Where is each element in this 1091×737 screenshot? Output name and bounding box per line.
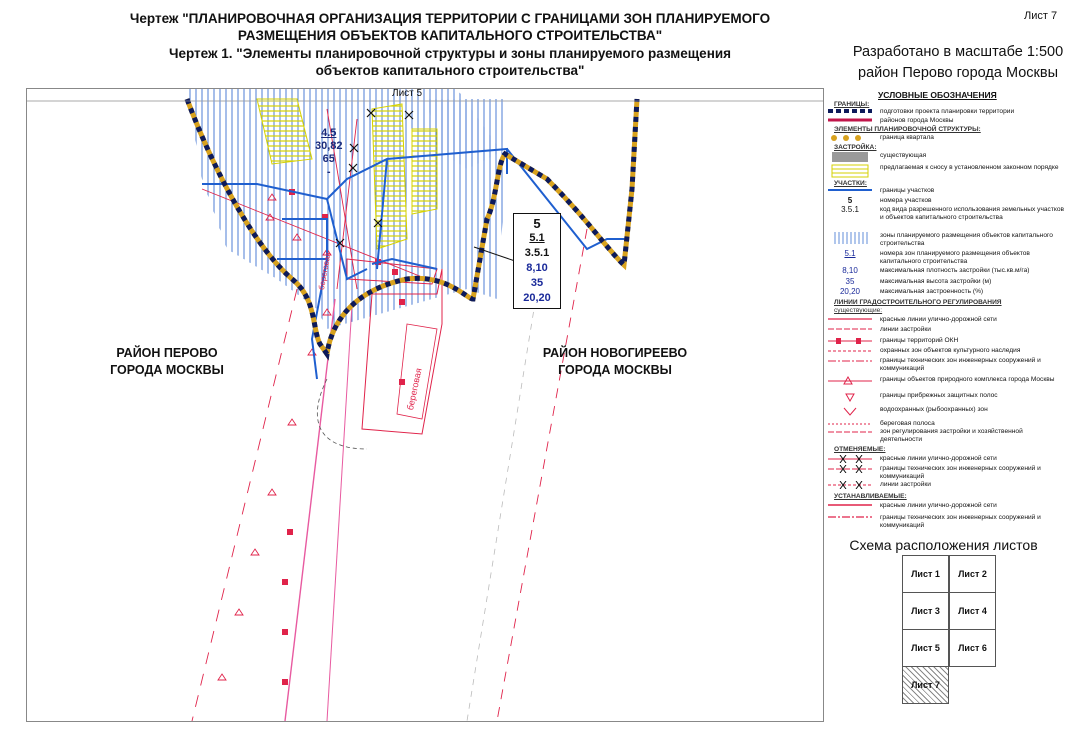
zone-a-number: 4.5 bbox=[321, 127, 337, 139]
sheet-cell-5[interactable]: Лист 5 bbox=[902, 629, 949, 667]
boundary-project-symbol bbox=[826, 108, 874, 117]
sheet-cell-3[interactable]: Лист 3 bbox=[902, 592, 949, 630]
legend-head-existing: существующие: bbox=[834, 307, 883, 314]
coverage-value: 20,20 bbox=[523, 292, 551, 304]
plot-number: 5 bbox=[533, 216, 541, 231]
red-line-symbol bbox=[826, 316, 874, 325]
district-line: район Перово города Москвы bbox=[858, 65, 1058, 81]
height-value: 35 bbox=[530, 277, 544, 289]
map-canvas[interactable] bbox=[27, 89, 823, 721]
title-line-1: Чертеж "ПЛАНИРОВОЧНАЯ ОРГАНИЗАЦИЯ ТЕРРИТ… bbox=[129, 11, 771, 26]
scale-note: Разработано в масштабе 1:500 район Перов… bbox=[838, 42, 1078, 84]
sheet-top-label: Лист 5 bbox=[392, 88, 423, 99]
density-value: 8,10 bbox=[526, 262, 548, 274]
okn-zone-symbol bbox=[826, 347, 874, 358]
zone-leader-line bbox=[473, 246, 516, 262]
cancelled-line-crosses bbox=[335, 108, 414, 248]
zone-hatch-symbol bbox=[826, 232, 874, 247]
building-outline bbox=[361, 268, 443, 435]
title-line-2: РАЗМЕЩЕНИЯ ОБЪЕКТОВ КАПИТАЛЬНОГО СТРОИТЕ… bbox=[237, 28, 663, 43]
legend-head-build: ЗАСТРОЙКА: bbox=[834, 144, 877, 151]
dashed-arc bbox=[316, 378, 368, 450]
quarter-boundary bbox=[184, 98, 640, 361]
okn-symbol bbox=[826, 337, 874, 348]
title-line-3: Чертеж 1. "Элементы планировочной структ… bbox=[168, 46, 732, 61]
coastal-strip-symbol bbox=[826, 392, 874, 405]
map-frame[interactable]: 4.5 30,82 65 - 5 5.1 3.5.1 8,10 35 20,20… bbox=[26, 88, 824, 722]
sheet-number: Лист 7 bbox=[1024, 10, 1058, 22]
zone-a-height: 65 bbox=[322, 153, 335, 165]
quarter-boundary-symbol bbox=[826, 134, 874, 145]
zone-label-a: 4.5 30,82 65 - bbox=[315, 127, 343, 179]
red-line-2 bbox=[326, 303, 353, 721]
demolition-symbol bbox=[826, 164, 874, 181]
legend-panel: УСЛОВНЫЕ ОБОЗНАЧЕНИЯ ГРАНИЦЫ: подготовки… bbox=[822, 88, 1065, 536]
plot-boundary-symbol bbox=[826, 187, 874, 196]
zone-border-red bbox=[346, 258, 438, 285]
legend-head-cancelled: ОТМЕНЯЕМЫЕ: bbox=[834, 446, 886, 453]
tech-zone-symbol bbox=[826, 357, 874, 368]
district-boundary-symbol bbox=[826, 117, 874, 126]
legend-head-elements: ЭЛЕМЕНТЫ ПЛАНИРОВОЧНОЙ СТРУКТУРЫ: bbox=[834, 126, 981, 133]
nature-boundary-symbol bbox=[826, 375, 874, 389]
red-line-1 bbox=[284, 298, 336, 721]
new-tech-zone-symbol bbox=[826, 514, 874, 523]
drawing-title: Чертеж "ПЛАНИРОВОЧНАЯ ОРГАНИЗАЦИЯ ТЕРРИТ… bbox=[40, 10, 860, 79]
district-perovo: РАЙОН ПЕРОВО ГОРОДА МОСКВЫ bbox=[92, 345, 242, 379]
regulation-zone-symbol bbox=[826, 428, 874, 439]
demolition-band-3 bbox=[411, 128, 438, 215]
cancelled-tech-zone-symbol bbox=[826, 464, 874, 476]
legend-head-new: УСТАНАВЛИВАЕМЫЕ: bbox=[834, 493, 907, 500]
district-perovo-line2: ГОРОДА МОСКВЫ bbox=[110, 363, 224, 377]
cancelled-building-line-symbol bbox=[826, 480, 874, 492]
scale-line: Разработано в масштабе 1:500 bbox=[852, 44, 1064, 60]
district-novogireevo: РАЙОН НОВОГИРЕЕВО ГОРОДА МОСКВЫ bbox=[530, 345, 700, 379]
existing-building-symbol bbox=[826, 152, 874, 165]
district-novogireevo-line2: ГОРОДА МОСКВЫ bbox=[558, 363, 672, 377]
building-line-symbol bbox=[826, 326, 874, 335]
sheet-cell-2[interactable]: Лист 2 bbox=[949, 555, 996, 593]
legend-head-lines: ЛИНИИ ГРАДОСТРОИТЕЛЬНОГО РЕГУЛИРОВАНИЯ bbox=[834, 299, 1002, 306]
sheet-scheme-title: Схема расположения листов bbox=[849, 537, 1038, 553]
demolition-band-2 bbox=[371, 103, 408, 250]
use-code: 3.5.1 bbox=[524, 247, 550, 259]
district-novogireevo-line1: РАЙОН НОВОГИРЕЕВО bbox=[542, 346, 688, 360]
legend-head-boundaries: ГРАНИЦЫ: bbox=[834, 101, 870, 108]
zone-a-extra: - bbox=[326, 166, 331, 178]
legend-head-plots: УЧАСТКИ: bbox=[834, 180, 867, 187]
sheet-cell-4[interactable]: Лист 4 bbox=[949, 592, 996, 630]
sheet-cell-6[interactable]: Лист 6 bbox=[949, 629, 996, 667]
zone-number: 5.1 bbox=[529, 232, 545, 244]
water-zone-symbol bbox=[826, 406, 874, 419]
new-red-line-symbol bbox=[826, 502, 874, 511]
shoreline-symbol bbox=[826, 420, 874, 431]
district-perovo-line1: РАЙОН ПЕРОВО bbox=[116, 346, 218, 360]
demolition-band-1 bbox=[256, 98, 313, 165]
legend-title: УСЛОВНЫЕ ОБОЗНАЧЕНИЯ bbox=[878, 90, 997, 100]
red-line-3 bbox=[191, 288, 298, 721]
title-line-4: объектов капитального строительства" bbox=[315, 63, 585, 78]
zone-a-density: 30,82 bbox=[315, 140, 343, 152]
cancelled-red-line-symbol bbox=[826, 454, 874, 466]
district-line-right-1 bbox=[496, 228, 588, 721]
red-line-4 bbox=[326, 108, 358, 290]
sheet-cell-1[interactable]: Лист 1 bbox=[902, 555, 949, 593]
zone-label-b: 5 5.1 3.5.1 8,10 35 20,20 bbox=[513, 213, 561, 309]
sheet-cell-7-active[interactable]: Лист 7 bbox=[902, 666, 949, 704]
